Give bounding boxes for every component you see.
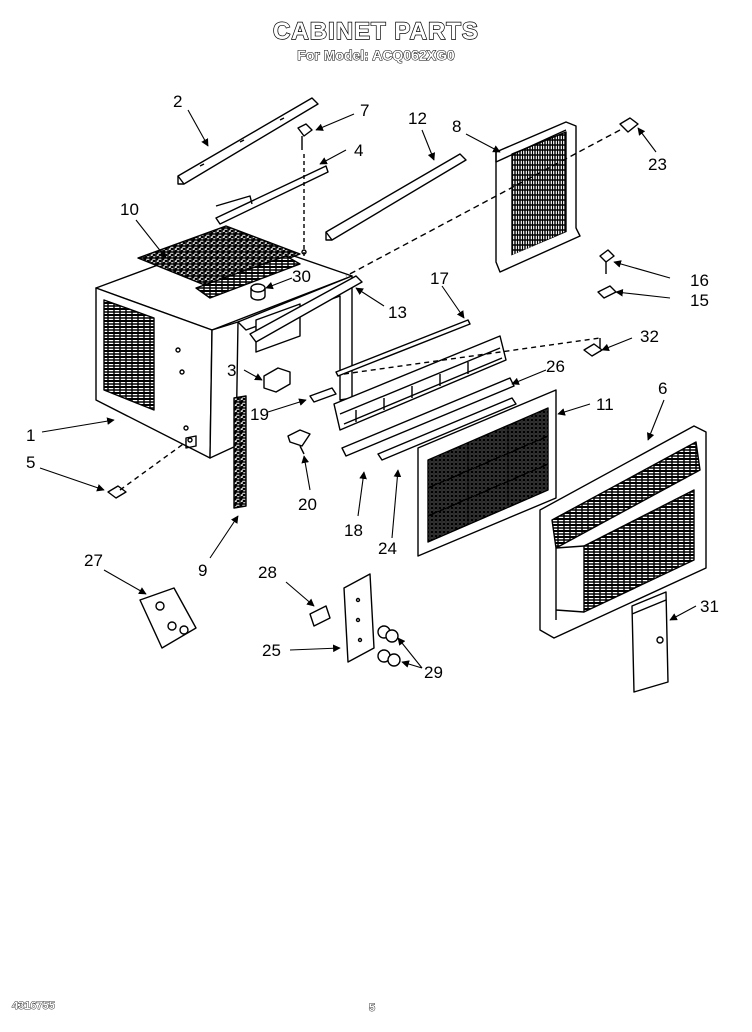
part-29-knobs (377, 625, 401, 667)
part-23-screw (345, 117, 639, 277)
part-24-bar (377, 397, 517, 461)
callout-11: 11 (596, 395, 614, 414)
callout-6: 6 (658, 379, 667, 398)
part-31-door (631, 591, 669, 693)
callout-5: 5 (26, 453, 35, 472)
callout-28: 28 (258, 563, 277, 582)
callout-2: 2 (173, 92, 182, 111)
callout-15: 15 (690, 291, 709, 310)
callout-4: 4 (354, 141, 363, 160)
page-title: CABINET PARTS (272, 17, 479, 45)
part-17-louver-bar (335, 319, 471, 377)
callout-17: 17 (430, 269, 449, 288)
part-16-screw (599, 249, 615, 274)
part-5-screw (107, 441, 187, 499)
callout-3: 3 (227, 361, 236, 380)
part-12-rail (325, 153, 467, 241)
part-8-side-panel (495, 121, 581, 273)
part-19-link (309, 387, 337, 403)
callout-16: 16 (690, 271, 709, 290)
part-13-rail (249, 275, 363, 343)
callout-27: 27 (84, 551, 103, 570)
callout-32: 32 (640, 327, 659, 346)
part-25-control-plate (343, 573, 375, 663)
document-number: 4316755 (12, 1000, 56, 1013)
callout-13: 13 (388, 303, 407, 322)
callout-25: 25 (262, 641, 281, 660)
callout-7: 7 (360, 101, 369, 120)
callout-29: 29 (424, 663, 443, 682)
part-3-bracket (263, 367, 291, 393)
part-6-front-panel (539, 425, 707, 639)
callout-24: 24 (378, 539, 397, 558)
part-7-screw (297, 123, 313, 258)
callout-26: 26 (546, 357, 565, 376)
callout-labels: 1 2 3 4 5 6 7 8 9 10 11 12 13 15 16 17 1… (26, 92, 719, 682)
part-28-fitting (309, 605, 331, 627)
part-20-clip (287, 429, 311, 455)
part-15-clip (597, 285, 617, 299)
part-11-filter (417, 389, 557, 557)
callout-30: 30 (292, 267, 311, 286)
callout-9: 9 (198, 561, 207, 580)
part-4-strip (215, 165, 329, 225)
callout-20: 20 (298, 495, 317, 514)
part-27-bracket (139, 587, 197, 649)
callout-10: 10 (120, 200, 139, 219)
model-subtitle: For Model: ACQ062XG0 (297, 47, 455, 64)
part-30-plug (250, 283, 266, 301)
callout-12: 12 (408, 109, 427, 128)
callout-19: 19 (250, 405, 269, 424)
leader-lines (39, 109, 697, 669)
callout-1: 1 (26, 426, 35, 445)
callout-8: 8 (452, 117, 461, 136)
part-1-cabinet (95, 225, 353, 459)
callout-31: 31 (700, 597, 719, 616)
part-2-top-rail (177, 97, 319, 185)
page-number: 5 (369, 1002, 376, 1015)
part-9-foam-strip (233, 395, 247, 509)
part-18-louver-assembly (333, 335, 515, 457)
callout-18: 18 (344, 521, 363, 540)
callout-23: 23 (648, 155, 667, 174)
